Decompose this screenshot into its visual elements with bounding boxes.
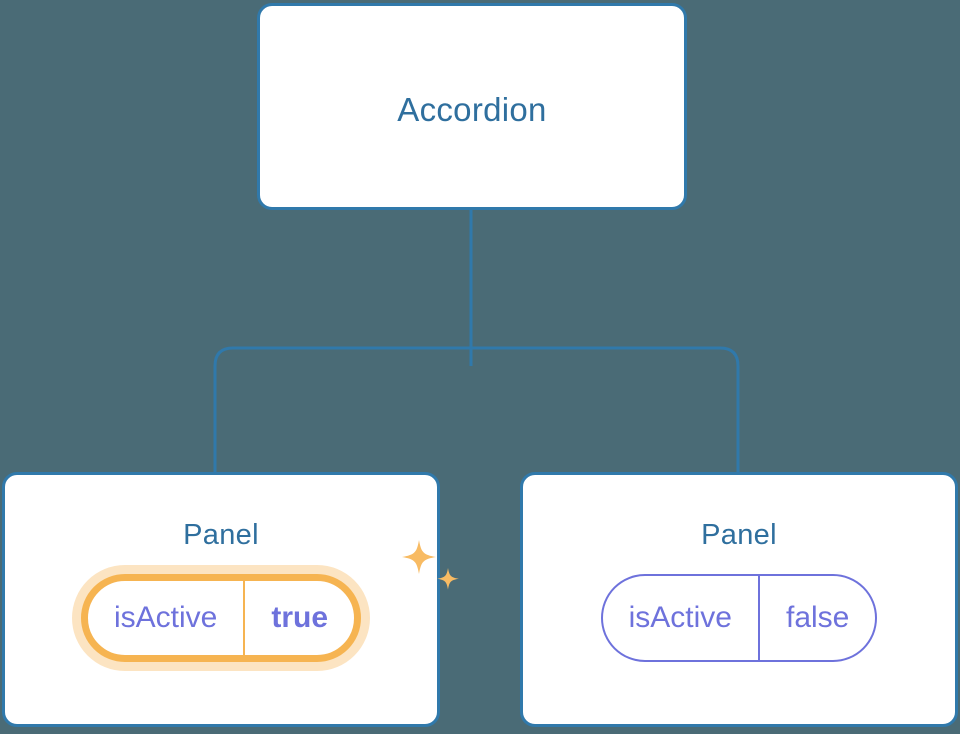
prop-key-label: isActive	[628, 601, 732, 634]
node-panel-left[interactable]: Panel isActive true	[2, 472, 459, 727]
prop-key-label: isActive	[113, 601, 218, 634]
sparkle-small-icon	[437, 568, 459, 590]
connector-branch	[213, 346, 740, 472]
node-accordion-title: Accordion	[397, 91, 547, 128]
prop-pill-isactive-false[interactable]: isActive false	[600, 574, 878, 662]
node-panel-right-title: Panel	[701, 519, 777, 551]
prop-pill-isactive-true[interactable]: isActive true	[80, 574, 362, 662]
prop-value-label: false	[757, 576, 875, 660]
node-panel-left-title: Panel	[183, 519, 259, 551]
node-accordion[interactable]: Accordion	[257, 3, 687, 210]
prop-pill-wrap-left: isActive true	[5, 540, 459, 662]
node-panel-right[interactable]: Panel isActive false	[520, 472, 958, 727]
prop-pill-wrap-right: isActive false	[523, 574, 955, 662]
prop-value-label: true	[243, 581, 354, 655]
